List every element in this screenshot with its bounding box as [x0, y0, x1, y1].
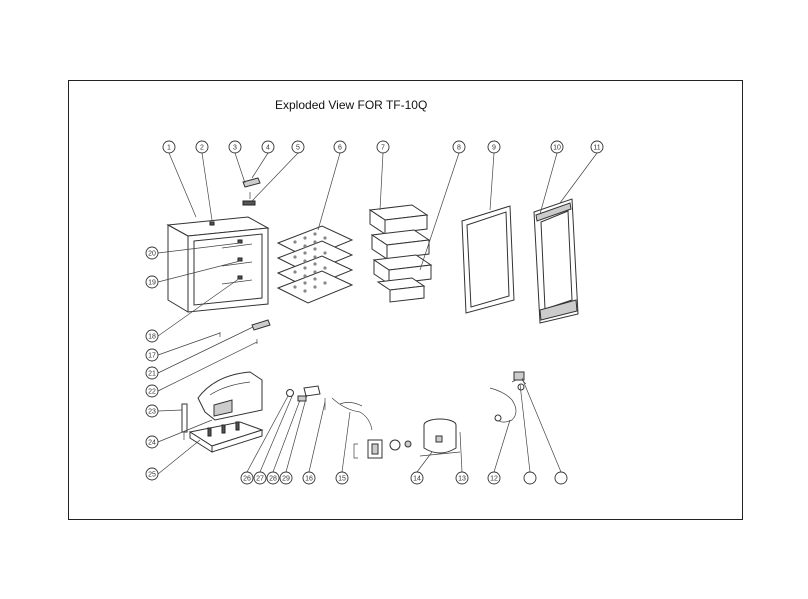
relay-starter: [353, 439, 412, 459]
diagram-frame: [68, 80, 743, 520]
callout-8: 8: [457, 145, 461, 152]
top-hinge-parts: [242, 177, 261, 206]
diagram-title: Exploded View FOR TF-10Q: [275, 98, 428, 112]
callout-2: 2: [200, 145, 204, 152]
callout-5: 5: [296, 145, 300, 152]
callout-12: 12: [490, 476, 498, 483]
callout-numbers: 1 2 3 4 5 6 7 8 9 10 11 20 19 18 17 21 2…: [148, 145, 601, 483]
wire-harness: [331, 397, 373, 431]
callout-11: 11: [593, 145, 600, 152]
control-components: [286, 385, 326, 410]
callout-20: 20: [148, 251, 156, 258]
door-gasket: [461, 205, 515, 314]
callout-13: 13: [458, 476, 466, 483]
temperature-probe: [181, 403, 188, 440]
callout-22: 22: [148, 389, 156, 396]
callout-18: 18: [148, 334, 156, 341]
callout-6: 6: [338, 145, 342, 152]
leader-lines: [157, 152, 598, 475]
glass-door: [533, 198, 579, 324]
callout-16: 16: [305, 476, 313, 483]
callout-15: 15: [338, 476, 346, 483]
callout-3: 3: [233, 145, 237, 152]
callout-29: 29: [282, 476, 290, 483]
condenser-tubing: [489, 371, 527, 423]
wine-rack-shelves: [276, 225, 354, 304]
callout-7: 7: [381, 145, 385, 152]
callout-4: 4: [266, 145, 270, 152]
callout-10: 10: [553, 145, 561, 152]
callout-28: 28: [269, 476, 277, 483]
cabinet-part: [166, 216, 270, 313]
compressor: [419, 418, 461, 457]
callout-24: 24: [148, 440, 156, 447]
bottom-hinge-parts: [219, 319, 271, 344]
callout-circles: [145, 140, 604, 485]
base-plate: [188, 421, 264, 453]
callout-25: 25: [148, 472, 156, 479]
callout-19: 19: [148, 280, 156, 287]
callout-9: 9: [492, 145, 496, 152]
drawer-stack: [368, 204, 433, 303]
callout-21: 21: [148, 371, 156, 378]
callout-1: 1: [167, 145, 171, 152]
callout-27: 27: [256, 476, 264, 483]
callout-26: 26: [243, 476, 251, 483]
callout-23: 23: [148, 409, 156, 416]
back-cover-panel: [197, 371, 263, 421]
callout-17: 17: [148, 353, 156, 360]
callout-14: 14: [413, 476, 421, 483]
